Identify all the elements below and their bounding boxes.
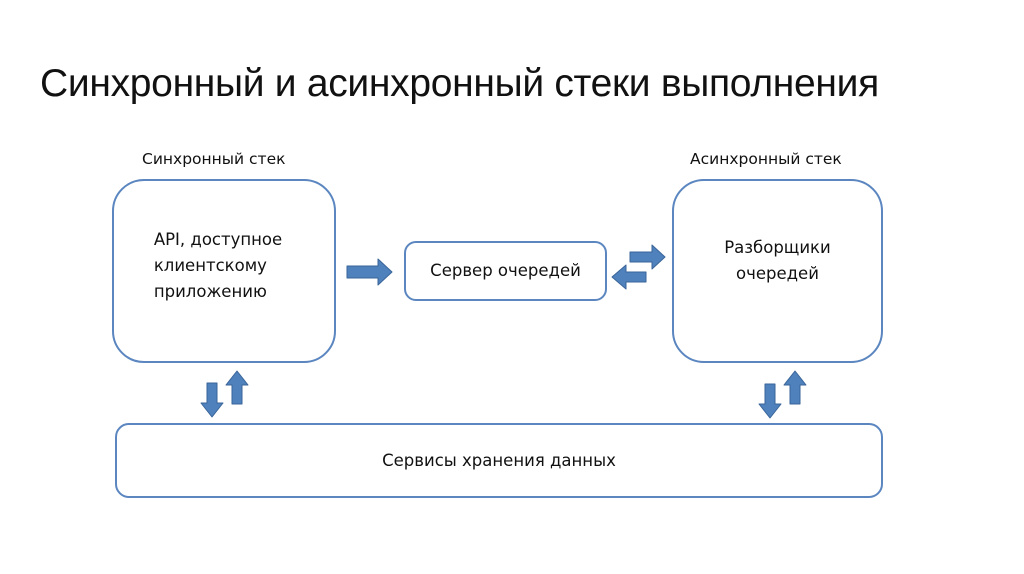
sync-stack-box: API, доступное клиентскому приложению [112, 179, 336, 363]
async-stack-label: Асинхронный стек [690, 150, 842, 168]
slide-title: Синхронный и асинхронный стеки выполнени… [40, 62, 879, 105]
arrow-right-icon [346, 258, 393, 286]
arrow-up-icon [783, 370, 807, 405]
arrow-down-icon [758, 383, 782, 419]
storage-text: Сервисы хранения данных [382, 450, 616, 470]
sync-stack-line: клиентскому [153, 256, 267, 275]
arrow-up-icon [225, 370, 249, 405]
sync-stack-line: API, доступное [153, 230, 283, 249]
async-stack-box: Разборщики очередей [672, 179, 883, 363]
sync-stack-line: приложению [153, 282, 267, 301]
async-stack-line: Разборщики [724, 238, 831, 257]
async-stack-line: очередей [736, 264, 819, 283]
sync-stack-label: Синхронный стек [142, 150, 286, 168]
async-stack-text: Разборщики очередей [724, 235, 831, 287]
sync-stack-text: API, доступное клиентскому приложению [154, 227, 282, 305]
queue-server-box: Сервер очередей [404, 241, 607, 301]
arrow-down-icon [200, 382, 224, 418]
queue-server-text: Сервер очередей [430, 261, 581, 280]
arrow-left-icon [611, 264, 647, 290]
storage-box: Сервисы хранения данных [115, 423, 883, 498]
arrow-right-icon [629, 244, 666, 270]
